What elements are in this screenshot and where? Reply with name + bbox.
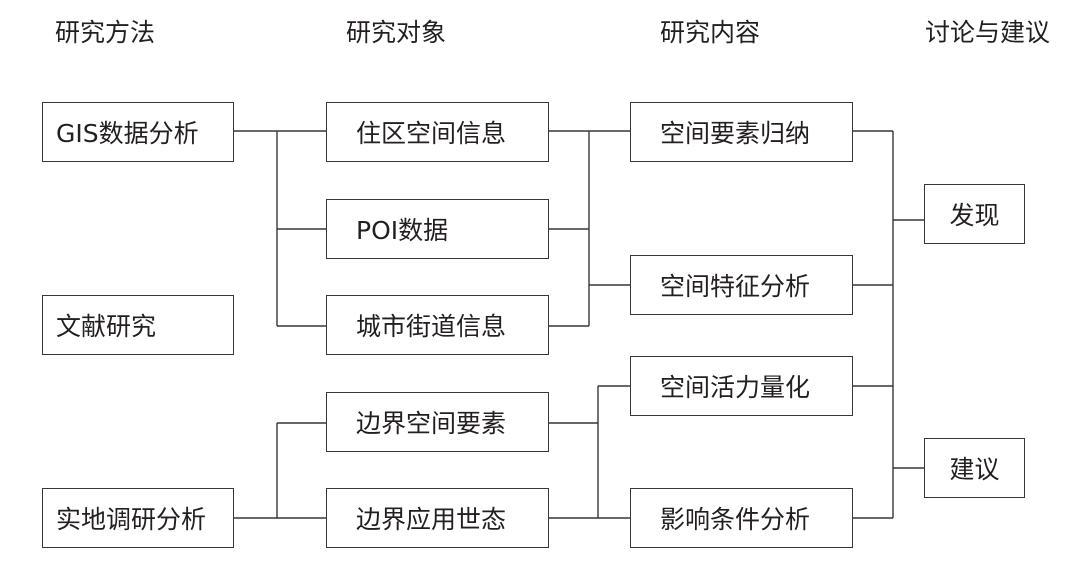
object-residential-space-info: 住区空间信息 — [326, 102, 549, 162]
header-research-methods: 研究方法 — [55, 18, 156, 47]
header-research-content: 研究内容 — [660, 18, 761, 47]
content-spatial-elements: 空间要素归纳 — [630, 102, 853, 162]
content-influence-analysis: 影响条件分析 — [630, 488, 853, 548]
object-boundary-space-elements: 边界空间要素 — [326, 392, 549, 452]
content-spatial-features: 空间特征分析 — [630, 255, 853, 315]
discussion-findings: 发现 — [924, 184, 1025, 244]
method-literature-research: 文献研究 — [42, 295, 234, 355]
header-discussion: 讨论与建议 — [925, 18, 1051, 47]
method-gis-analysis: GIS数据分析 — [42, 102, 234, 162]
connector-gis-to-objects — [234, 130, 326, 327]
content-vitality-quantification: 空间活力量化 — [630, 356, 853, 416]
object-street-info: 城市街道信息 — [326, 295, 549, 355]
connector-objects-to-content-bottom — [549, 385, 630, 519]
connector-field-to-objects — [234, 422, 326, 519]
method-field-research: 实地调研分析 — [42, 488, 234, 548]
object-boundary-application: 边界应用世态 — [326, 488, 549, 548]
discussion-suggestions: 建议 — [924, 438, 1025, 498]
object-poi-data: POI数据 — [326, 199, 549, 259]
connector-objects-to-content-top — [549, 130, 630, 327]
header-research-objects: 研究对象 — [346, 18, 447, 47]
connector-content-to-discussion — [853, 130, 924, 519]
